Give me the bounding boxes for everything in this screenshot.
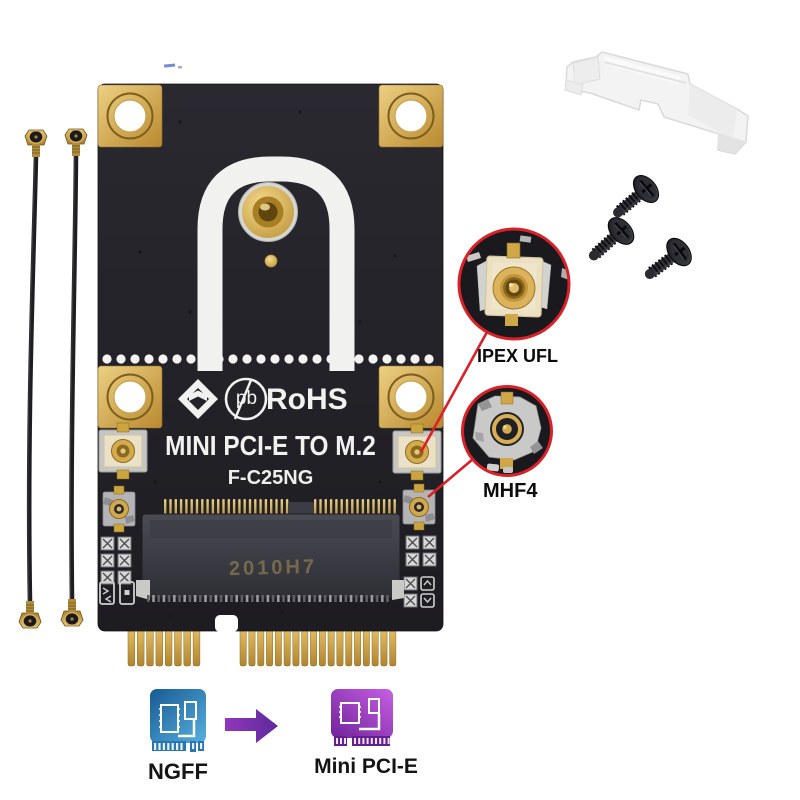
edge-key-notch [215,615,238,632]
ipex-cable-connector [64,128,88,157]
solder-pad-grid-left [100,536,132,585]
blue-mark [163,63,182,69]
mhf4-connector-right [402,483,436,531]
corner-mount-hole [378,365,444,429]
callout-circle [461,385,553,477]
mounting-screw [578,211,641,272]
ipex-ufl-callout-label: IPEX UFL [477,346,559,366]
board-model: F-C25NG [227,467,314,489]
board-title: MINI PCI-E TO M.2 [165,430,376,461]
mounting-screw [635,232,698,291]
ngff-label: NGFF [148,759,208,784]
mini-pcie-label: Mini PCI-E [314,755,418,778]
solder-pad-grid-right [403,535,437,608]
socket-marking: 2010H7 [228,555,318,581]
mounting-screws [578,169,698,291]
antenna-standoff [238,182,298,242]
corner-mount-hole [97,84,163,148]
brand-logo-icon [178,379,218,419]
mhf4-connector-left [102,485,136,533]
adapter-board [97,83,444,667]
ngff-card-icon [150,689,206,752]
callout-circle [457,227,571,341]
callout-mhf4 [461,385,553,477]
ipex-antenna-cables [18,128,88,629]
rohs-label: RoHS [266,383,348,416]
edge-fingers-left [127,628,201,667]
polarity-pads [99,581,135,605]
right-arrow-icon [225,709,278,743]
callout-ipex-ufl [457,227,571,341]
lead-free-label: pb [235,388,258,409]
test-pad-dot [264,254,278,268]
ipex-cable-connector [18,600,42,629]
ipex-cable-connector [24,129,48,158]
ipex-cable-connector [60,598,84,627]
m2-socket [136,499,404,602]
callout-lines [419,331,489,498]
corner-mount-hole [97,365,163,429]
lead-free-symbol [224,377,268,421]
plastic-bracket [564,51,749,155]
corner-mount-hole [378,84,444,148]
mini-pcie-card-icon [331,689,393,746]
edge-fingers-right [239,628,397,667]
vias [138,110,397,618]
mhf4-callout-label: MHF4 [483,480,538,502]
u-antenna-trace [197,156,355,371]
pcb-body [97,83,444,632]
